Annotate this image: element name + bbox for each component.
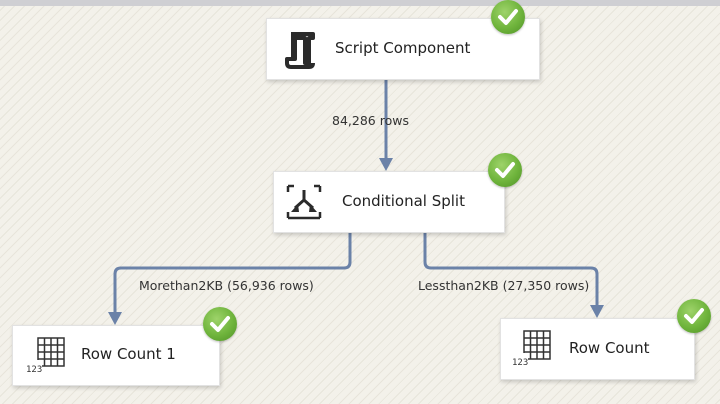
path-label-split-to-rowcount: Lessthan2KB (27,350 rows) xyxy=(418,278,590,293)
path-script-to-split[interactable] xyxy=(379,78,393,171)
node-label: Row Count xyxy=(569,339,650,357)
success-check-icon xyxy=(677,299,711,333)
node-conditional-split[interactable]: Conditional Split xyxy=(273,171,505,233)
row-count-icon: 123 xyxy=(512,330,551,368)
success-check-icon xyxy=(488,153,522,187)
canvas-top-border xyxy=(0,0,720,6)
node-label: Conditional Split xyxy=(342,192,465,210)
conditional-split-icon xyxy=(286,184,322,220)
svg-text:123: 123 xyxy=(512,358,528,368)
success-check-icon xyxy=(203,307,237,341)
node-label: Script Component xyxy=(335,39,471,57)
path-split-to-rowcount[interactable] xyxy=(423,232,604,318)
path-split-to-rowcount1[interactable] xyxy=(108,232,352,325)
node-label: Row Count 1 xyxy=(81,345,176,363)
script-icon xyxy=(285,32,315,69)
path-label-split-to-rowcount1: Morethan2KB (56,936 rows) xyxy=(139,278,314,293)
node-row-count[interactable]: 123 Row Count xyxy=(500,318,695,380)
svg-text:123: 123 xyxy=(26,365,42,375)
success-check-icon xyxy=(491,0,525,34)
node-row-count-1[interactable]: 123 Row Count 1 xyxy=(12,325,220,386)
row-count-icon: 123 xyxy=(26,337,65,375)
path-label-script-to-split: 84,286 rows xyxy=(332,113,409,128)
